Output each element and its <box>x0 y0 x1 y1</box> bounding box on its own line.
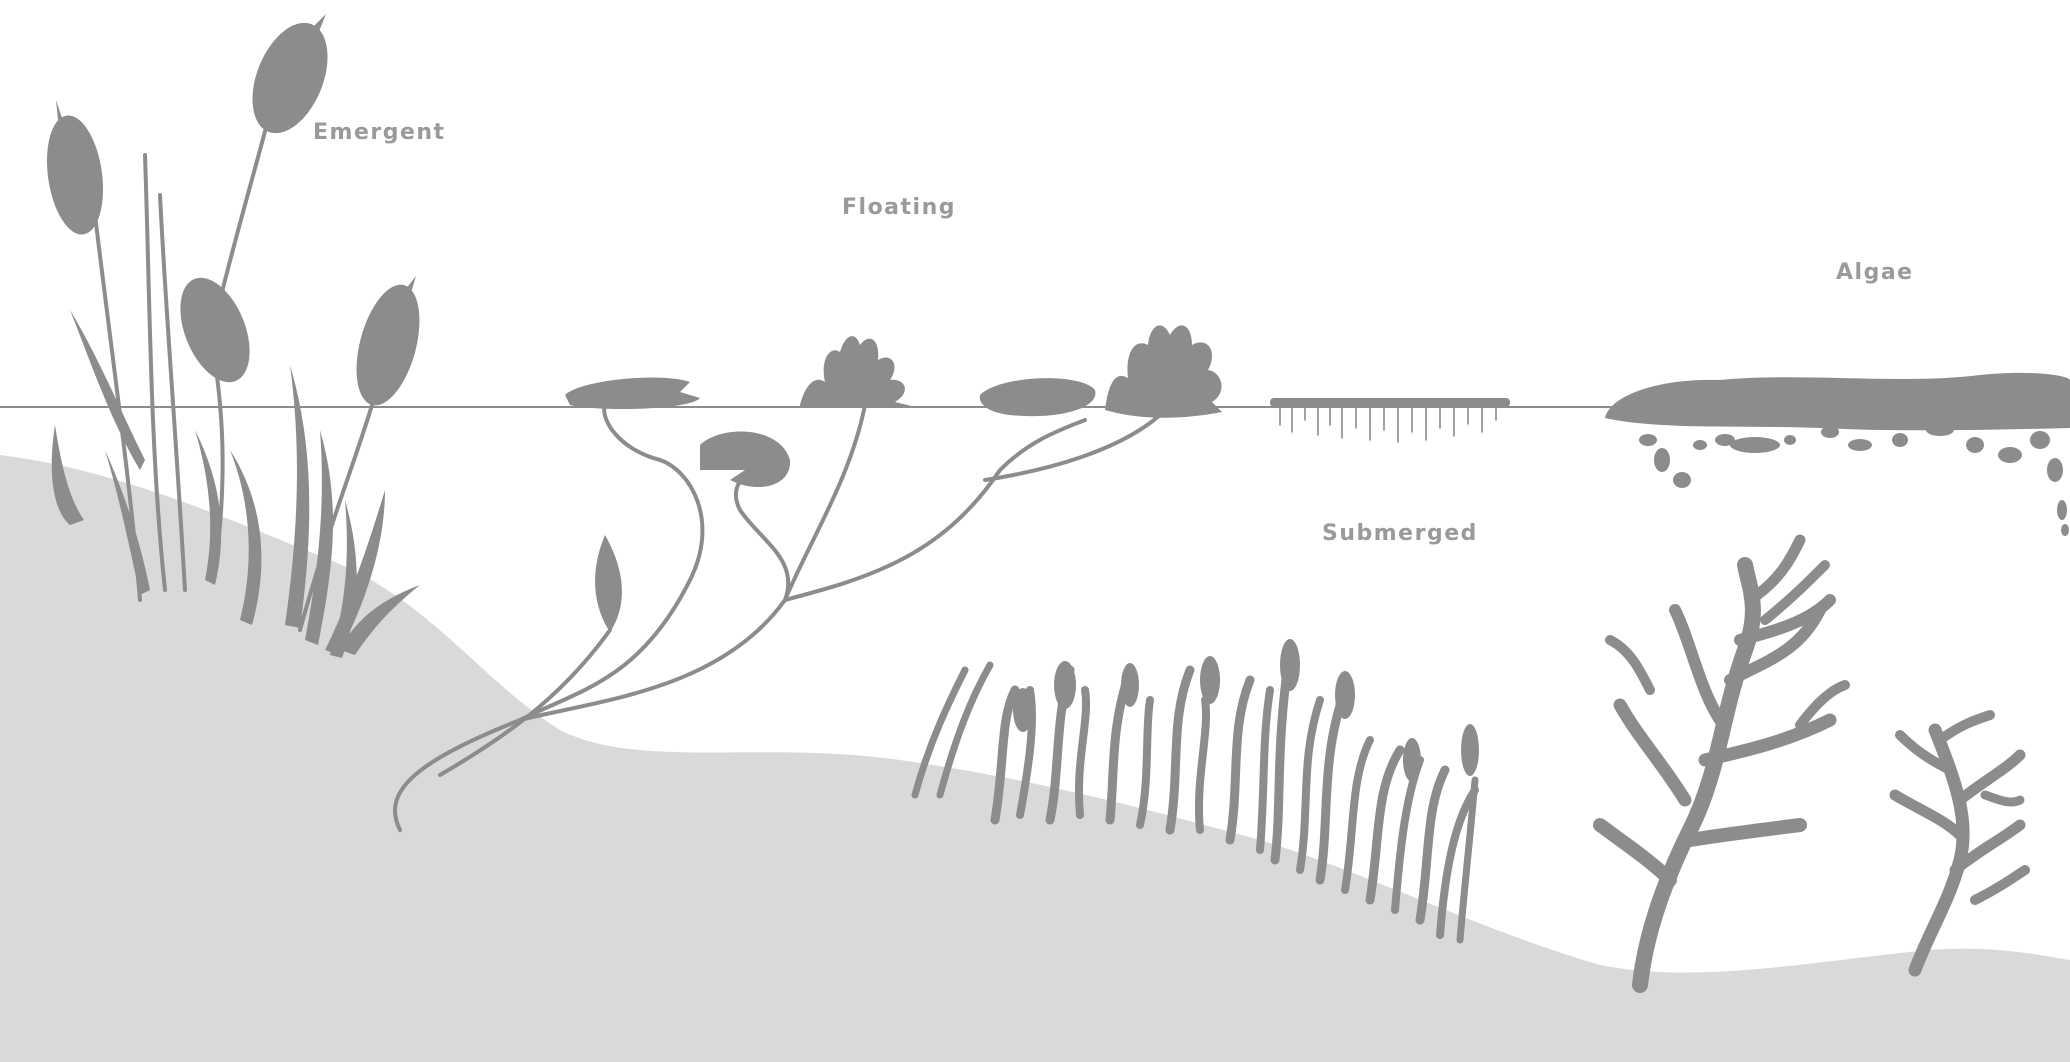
cattail-head <box>345 278 431 412</box>
label-floating: Floating <box>842 195 956 220</box>
submerged-branching-plant <box>1600 540 1845 985</box>
cattail-head <box>40 112 110 238</box>
lily-bud <box>595 535 622 632</box>
algae-mat <box>1605 373 2070 536</box>
lily-pad <box>700 431 790 487</box>
duckweed-mat <box>1270 398 1510 442</box>
cattail-head <box>167 268 264 392</box>
lake-bed <box>0 455 2070 1062</box>
water-lily-flower <box>800 336 920 408</box>
lily-pad <box>980 378 1096 416</box>
label-algae: Algae <box>1836 260 1914 285</box>
lily-pad <box>565 378 700 409</box>
water-lily-flower <box>1105 325 1222 417</box>
submerged-small-plant <box>1895 715 2025 970</box>
label-emergent: Emergent <box>313 120 446 145</box>
label-submerged: Submerged <box>1322 521 1478 546</box>
